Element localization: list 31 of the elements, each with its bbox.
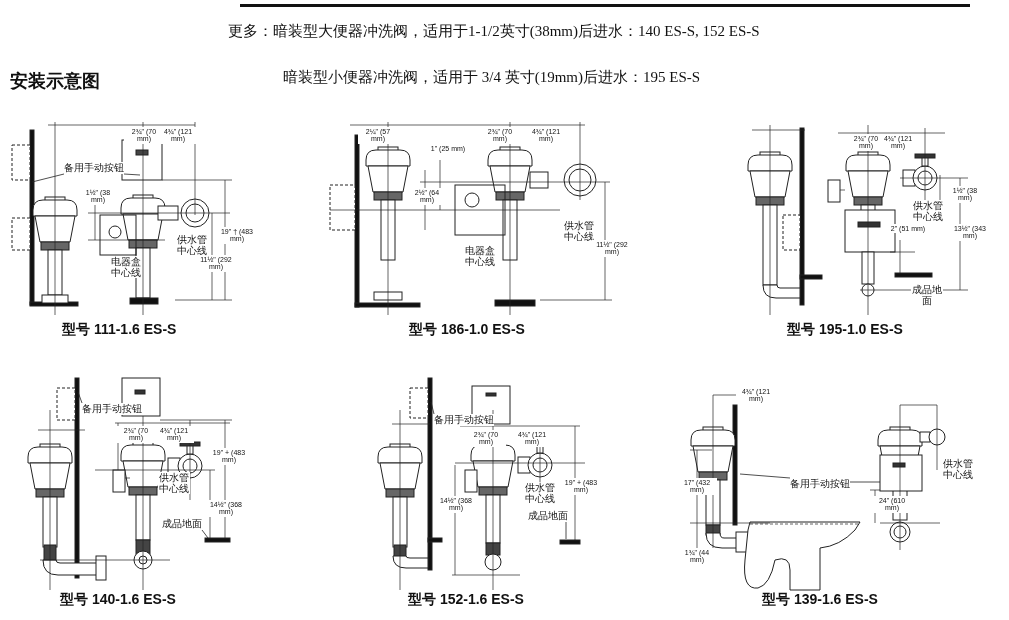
callout-label: 成品地面 — [528, 510, 568, 522]
centerline-label: 供水管中心线 — [942, 458, 974, 480]
leader-line — [565, 521, 567, 540]
leader-line — [123, 173, 141, 176]
centerline-label: 供水管中心线 — [176, 234, 208, 256]
leader-line — [201, 529, 209, 539]
centerline-label: 电器盒中心线 — [464, 245, 496, 267]
callout-label: 备用手动按钮 — [82, 403, 142, 415]
model-caption: 型号 111-1.6 ES-S — [62, 322, 177, 337]
centerline-label: 成品地面 — [911, 284, 943, 306]
centerline-label: 供水管中心线 — [158, 472, 190, 494]
leader-line — [430, 401, 435, 415]
callout-label: 备用手动按钮 — [64, 162, 124, 174]
leader-line — [31, 173, 65, 183]
centerline-label: 电器盒中心线 — [110, 256, 142, 278]
model-caption: 型号 139-1.6 ES-S — [762, 592, 878, 607]
model-caption: 型号 186-1.0 ES-S — [409, 322, 525, 337]
centerline-label: 供水管中心线 — [912, 200, 944, 222]
heading-text: 暗装型小便器冲洗阀，适用于 3/4 英寸(19mm)后进水：195 ES-S — [283, 70, 701, 86]
callout-label: 备用手动按钮 — [434, 414, 494, 426]
model-caption: 型号 140-1.6 ES-S — [60, 592, 176, 607]
centerline-label: 供水管中心线 — [563, 220, 595, 242]
heading-text: 更多：暗装型大便器冲洗阀，适用于1-1/2英寸(38mm)后进水：140 ES-S, 152 ES-S — [228, 24, 760, 40]
model-caption: 型号 195-1.0 ES-S — [787, 322, 903, 337]
model-caption: 型号 152-1.6 ES-S — [408, 592, 524, 607]
leader-line — [739, 473, 791, 479]
section-title: 安装示意图 — [10, 72, 100, 91]
leader-line — [77, 391, 83, 404]
callout-label: 成品地面 — [162, 518, 202, 530]
callout-label: 备用手动按钮 — [790, 478, 850, 490]
leader-line — [849, 481, 881, 483]
